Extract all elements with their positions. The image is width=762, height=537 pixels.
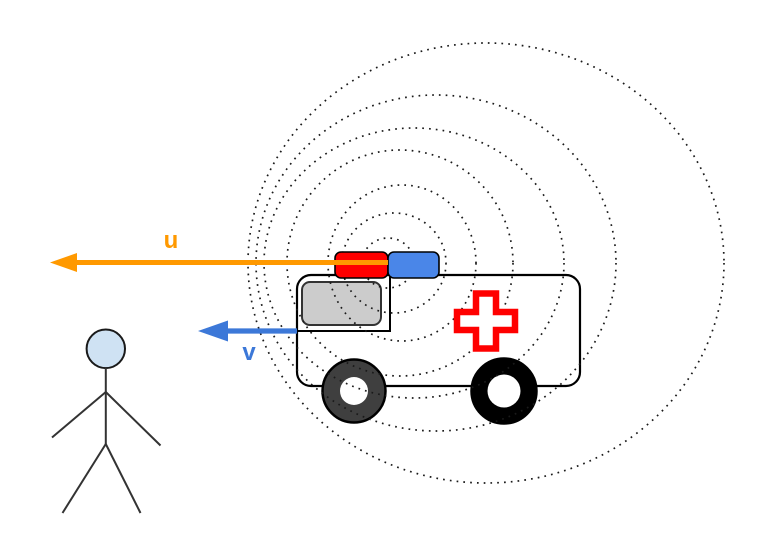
observer-right-arm <box>105 391 162 447</box>
windshield-window <box>301 281 382 326</box>
ambulance <box>295 273 582 425</box>
wave-velocity-arrow: v <box>198 320 297 366</box>
observer-left-arm <box>51 391 107 439</box>
wavefront-ring <box>341 212 447 314</box>
red-cross-icon <box>453 290 519 352</box>
u-arrowhead <box>50 253 77 272</box>
source-velocity-arrow: u <box>50 227 388 272</box>
wavefront-ring <box>255 94 617 432</box>
wavefront-ring <box>263 127 565 399</box>
front-wheel-hub <box>340 377 368 405</box>
observer-left-leg <box>61 443 107 514</box>
rear-wheel-hub <box>487 374 521 408</box>
v-label: v <box>242 339 256 366</box>
observer-head <box>85 328 127 370</box>
u-label: u <box>164 227 179 254</box>
wavefront-ring <box>247 42 725 484</box>
cab-outline <box>296 275 391 332</box>
observer-right-leg <box>104 443 142 514</box>
blue-siren-light <box>387 251 440 279</box>
v-arrowhead <box>198 320 228 342</box>
observer-figure <box>51 328 162 514</box>
